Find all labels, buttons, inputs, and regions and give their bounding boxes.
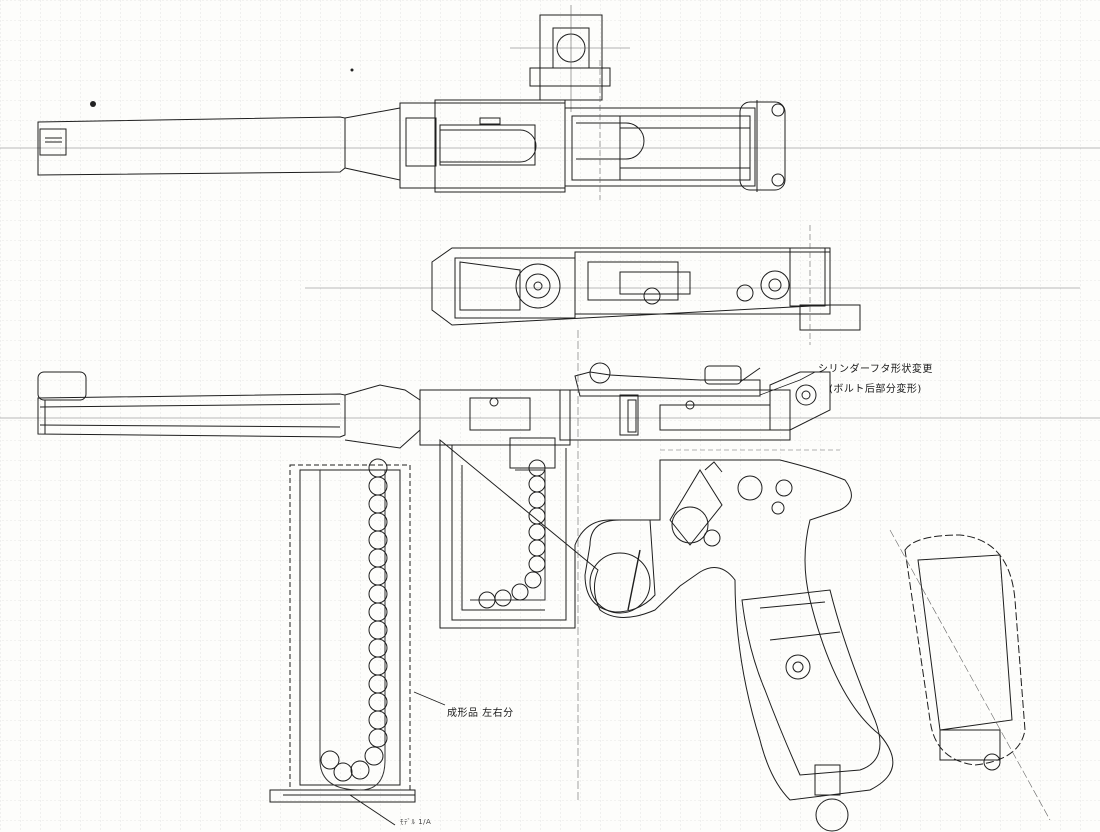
bolt-rear-note: (ボルト后部分変形): [829, 384, 922, 395]
detached-magazine: [269, 458, 446, 826]
middle-section-view: [305, 225, 1080, 345]
ink-speck: [350, 68, 354, 72]
top-view-pistol: [0, 5, 1100, 200]
corner-reference-note: ﾓﾃﾞﾙ 1/A: [400, 818, 432, 826]
internal-cartridge-stack: [478, 459, 546, 609]
cylinder-cover-note: シリンダーフタ形状変更: [818, 364, 933, 375]
magazine-molded-note: 成形品 左右分: [447, 708, 514, 719]
ink-speck: [90, 101, 96, 107]
side-view-pistol: [0, 330, 1100, 832]
magazine-cartridge-stack: [320, 458, 388, 782]
